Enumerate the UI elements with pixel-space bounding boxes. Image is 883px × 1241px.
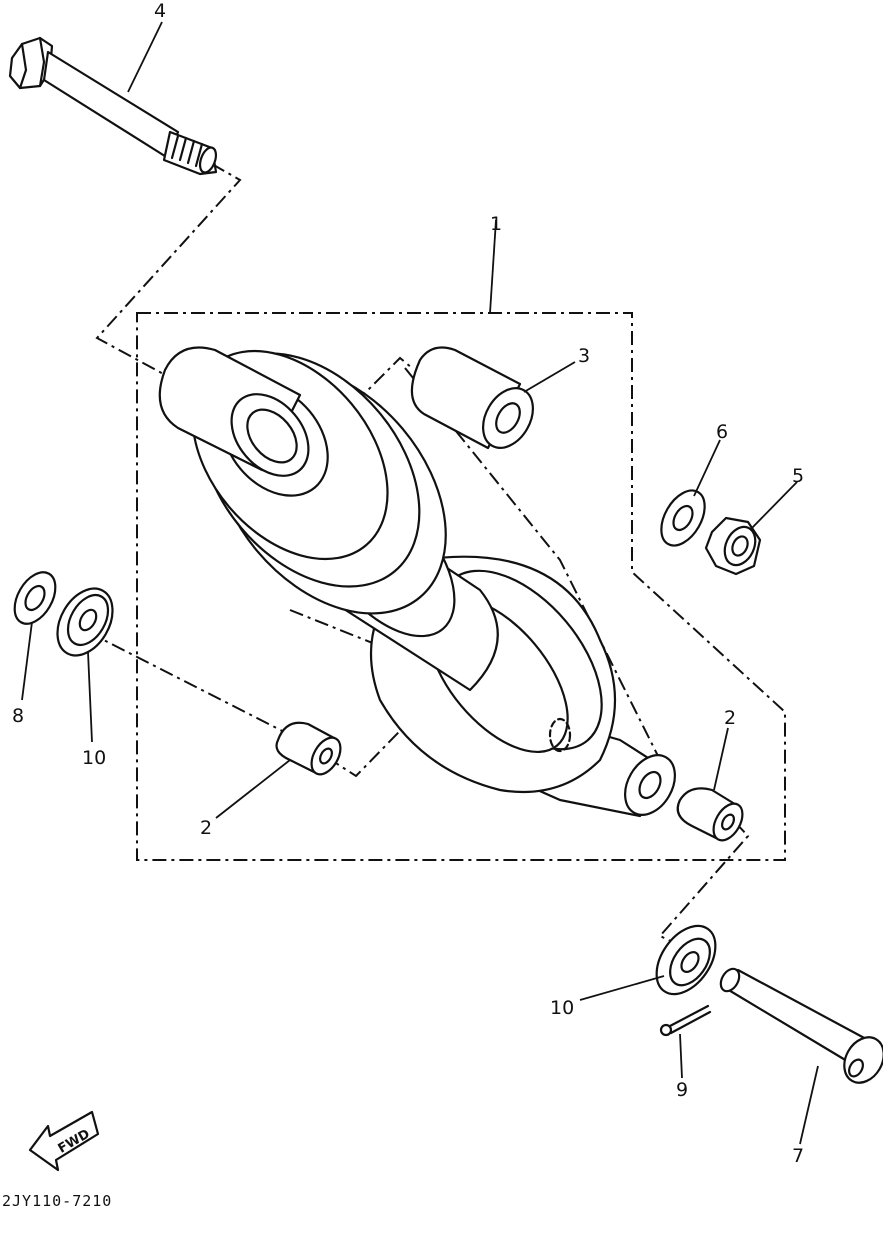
part-10-oil-seal-left	[56, 587, 114, 657]
assembly-boundary	[136, 312, 786, 861]
part-2-collar-right	[676, 787, 744, 842]
leader-2-right	[713, 727, 729, 791]
leader-1	[489, 219, 497, 314]
part-2-collar-left	[275, 721, 342, 776]
leader-7	[799, 1065, 819, 1145]
callout-9: 9	[676, 1079, 688, 1101]
callout-2-right: 2	[724, 707, 736, 729]
leader-8	[21, 621, 33, 701]
leader-10-right	[579, 975, 665, 1001]
centerline-shock-lower-ring	[289, 609, 591, 701]
callout-10-left: 10	[82, 747, 106, 769]
part-9-cotter-pin	[659, 1004, 712, 1037]
leader-6	[693, 439, 721, 497]
callout-2-left: 2	[200, 817, 212, 839]
part-3-bushing	[410, 346, 534, 450]
part-5-nut	[704, 516, 762, 576]
part-8-washer	[13, 571, 57, 625]
leader-9	[679, 1033, 683, 1079]
callout-6: 6	[716, 421, 728, 443]
callout-10-right: 10	[550, 997, 574, 1019]
part-7-lower-pin	[719, 967, 883, 1084]
part-4-upper-bolt	[8, 36, 218, 176]
leader-10-left	[87, 651, 93, 743]
leader-4	[127, 21, 163, 93]
callout-5: 5	[792, 465, 804, 487]
leader-3	[523, 361, 576, 393]
callout-1: 1	[490, 213, 502, 235]
part-10-oil-seal-right	[655, 924, 717, 996]
callout-8: 8	[12, 705, 24, 727]
part-6-washer	[660, 489, 706, 547]
leader-5	[749, 481, 798, 531]
drawing-code: 2JY110-7210	[2, 1192, 112, 1210]
fwd-arrow-icon: FWD	[28, 1110, 100, 1172]
callout-7: 7	[792, 1145, 804, 1167]
callout-4: 4	[154, 0, 166, 22]
leader-2-left	[215, 759, 291, 819]
part-1-shock-absorber	[158, 346, 676, 818]
callout-3: 3	[578, 345, 590, 367]
